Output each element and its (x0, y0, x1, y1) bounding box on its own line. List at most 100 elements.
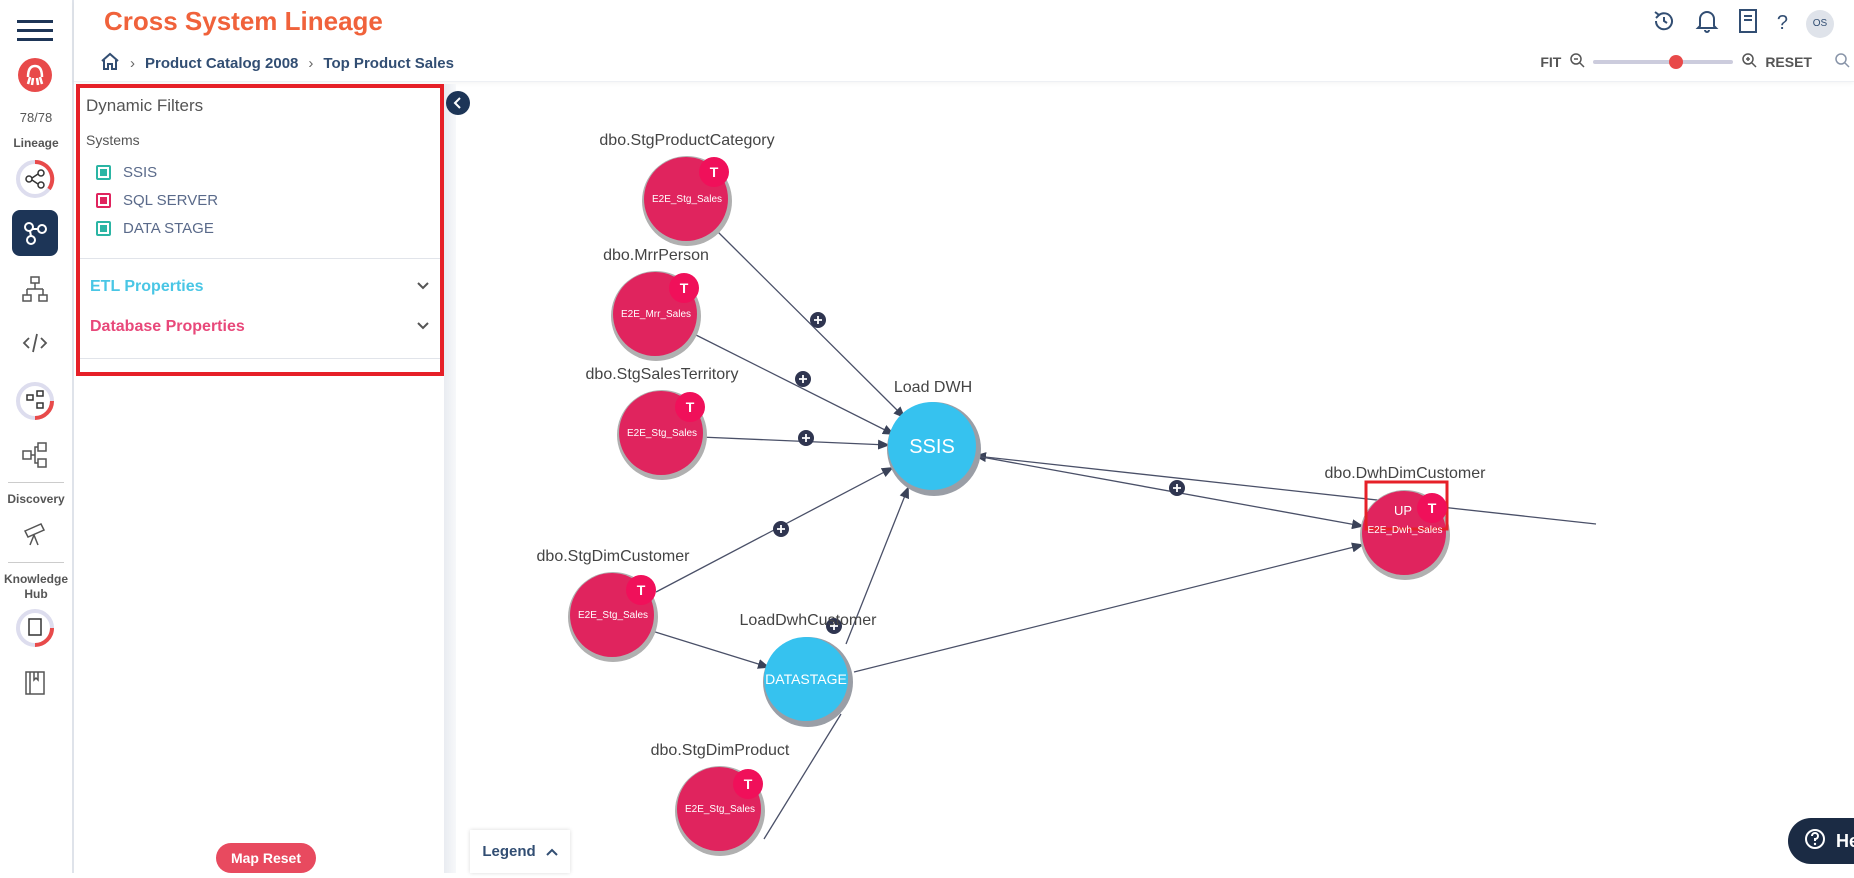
highlight-box (1364, 480, 1449, 531)
edge-expand-buttons (773, 312, 1185, 634)
lineage-graph-svg[interactable]: dbo.StgProductCategory E2E_Stg_Sales T d… (456, 84, 1854, 873)
expand-plus-icon[interactable] (795, 371, 811, 387)
node-stg-product-category[interactable]: dbo.StgProductCategory E2E_Stg_Sales T (599, 132, 775, 246)
notebook-icon[interactable] (1737, 8, 1759, 39)
search-icon[interactable] (1834, 52, 1850, 71)
rail-divider (8, 482, 64, 483)
hierarchy-icon[interactable] (12, 266, 58, 312)
edge-category-to-ssis[interactable] (715, 229, 906, 419)
database-properties-label: Database Properties (90, 318, 245, 335)
edge-datastage-to-dwhcustomer[interactable] (853, 542, 1364, 673)
edge-territory-to-ssis[interactable] (699, 436, 890, 450)
map-reset-button[interactable]: Map Reset (216, 843, 316, 873)
legend-label: Legend (482, 843, 536, 860)
knowledge-hub-label-1: Knowledge (3, 572, 68, 586)
breadcrumb-chevron-icon: › (308, 54, 314, 72)
node-stg-dim-product[interactable]: dbo.StgDimProduct E2E_Stg_Sales T (651, 742, 790, 856)
system-filter-sql-server[interactable]: SQL SERVER (96, 192, 218, 209)
checkbox-sql-server[interactable] (96, 193, 111, 208)
edge-datastage-to-ssis[interactable] (845, 486, 909, 645)
update-tag: UP (1394, 503, 1412, 518)
filters-title: Dynamic Filters (86, 96, 204, 115)
flow-map-icon[interactable] (12, 432, 58, 478)
node-label: dbo.StgProductCategory (599, 132, 774, 149)
edge-ssis-to-dwhcustomer[interactable] (975, 455, 1364, 530)
table-badge-icon: T (669, 273, 699, 303)
expand-plus-icon[interactable] (798, 430, 814, 446)
breadcrumb: › Product Catalog 2008 › Top Product Sal… (100, 52, 454, 74)
system-filter-data-stage[interactable]: DATA STAGE (96, 220, 214, 237)
zoom-slider[interactable] (1593, 54, 1734, 69)
table-badge-icon: T (675, 392, 705, 422)
node-load-dwh-customer[interactable]: LoadDwhCustomer DATASTAGE (740, 612, 878, 727)
zoom-in-icon[interactable] (1741, 52, 1757, 71)
system-label-data-stage: DATA STAGE (123, 220, 214, 237)
panel-divider (80, 258, 440, 259)
legend-toggle[interactable]: Legend (470, 830, 570, 873)
zoom-slider-handle[interactable] (1668, 54, 1683, 69)
help-label: He (1836, 830, 1854, 851)
bell-icon[interactable] (1695, 8, 1719, 39)
cross-system-lineage-icon[interactable] (12, 210, 58, 256)
lineage-gauge-icon[interactable] (12, 156, 58, 202)
octopus-logo-icon (12, 52, 58, 98)
help-circle-icon (1804, 828, 1826, 855)
database-properties-toggle[interactable]: Database Properties (90, 318, 430, 336)
fit-button[interactable]: FIT (1540, 53, 1562, 70)
chevron-up-icon (545, 843, 558, 860)
table-badge-icon: T (733, 769, 763, 799)
node-label: Load DWH (894, 379, 972, 396)
svg-text:T: T (1428, 500, 1437, 516)
svg-text:T: T (680, 280, 689, 296)
expand-plus-icon[interactable] (1169, 480, 1185, 496)
breadcrumb-item-report[interactable]: Top Product Sales (323, 54, 454, 72)
edge-person-to-ssis[interactable] (693, 333, 895, 435)
systems-label: Systems (86, 132, 140, 148)
zoom-out-icon[interactable] (1569, 52, 1585, 71)
checkbox-ssis[interactable] (96, 165, 111, 180)
system-label: SSIS (909, 436, 955, 458)
help-chat-button[interactable]: He (1788, 818, 1854, 864)
node-load-dwh[interactable]: Load DWH SSIS (887, 379, 981, 496)
object-gauge-icon[interactable] (12, 378, 58, 424)
page-title: Cross System Lineage (104, 6, 383, 36)
book-icon[interactable] (12, 660, 58, 706)
svg-text:T: T (710, 164, 719, 180)
menu-icon[interactable] (12, 8, 58, 54)
expand-plus-icon[interactable] (826, 618, 842, 634)
etl-properties-toggle[interactable]: ETL Properties (90, 278, 430, 296)
header-actions: ? OS (1651, 8, 1834, 39)
lineage-graph[interactable]: dbo.StgProductCategory E2E_Stg_Sales T d… (456, 84, 1854, 873)
reset-button[interactable]: RESET (1765, 53, 1812, 70)
page-header: Cross System Lineage › Product Catalog 2… (74, 0, 1854, 82)
history-icon[interactable] (1651, 8, 1677, 39)
system-filter-ssis[interactable]: SSIS (96, 164, 157, 181)
table-badge-icon: T (699, 157, 729, 187)
edge-dimcustomer-to-datastage[interactable] (651, 630, 770, 669)
node-stg-sales-territory[interactable]: dbo.StgSalesTerritory E2E_Stg_Sales T (586, 366, 739, 480)
system-label-ssis: SSIS (123, 164, 158, 181)
node-dwh-dim-customer[interactable]: dbo.DwhDimCustomer UP E2E_Dwh_Sales T (1325, 465, 1487, 580)
expand-plus-icon[interactable] (810, 312, 826, 328)
edge-ssis-to-dwh[interactable] (974, 452, 1597, 525)
panel-edge (444, 84, 456, 873)
home-icon[interactable] (100, 52, 120, 74)
node-sublabel: E2E_Stg_Sales (685, 804, 755, 815)
checkbox-data-stage[interactable] (96, 221, 111, 236)
edge-dimproduct-to-datastage[interactable] (763, 713, 842, 840)
expand-plus-icon[interactable] (773, 521, 789, 537)
knowledge-hub-label-2: Hub (24, 587, 48, 601)
breadcrumb-chevron-icon: › (130, 54, 135, 72)
breadcrumb-item-catalog[interactable]: Product Catalog 2008 (145, 54, 299, 72)
user-avatar[interactable]: OS (1806, 9, 1834, 38)
node-mrr-person[interactable]: dbo.MrrPerson E2E_Mrr_Sales T (603, 247, 709, 361)
knowledge-gauge-icon[interactable] (12, 605, 58, 651)
system-label: DATASTAGE (765, 671, 847, 687)
code-tools-icon[interactable] (12, 320, 58, 366)
node-stg-dim-customer[interactable]: dbo.StgDimCustomer E2E_Stg_Sales T (537, 548, 691, 662)
table-badge-icon: T (626, 575, 656, 605)
collapse-panel-button[interactable] (446, 91, 470, 115)
telescope-icon[interactable] (12, 510, 58, 556)
table-badge-icon: T (1417, 493, 1447, 523)
help-icon[interactable]: ? (1776, 12, 1788, 34)
